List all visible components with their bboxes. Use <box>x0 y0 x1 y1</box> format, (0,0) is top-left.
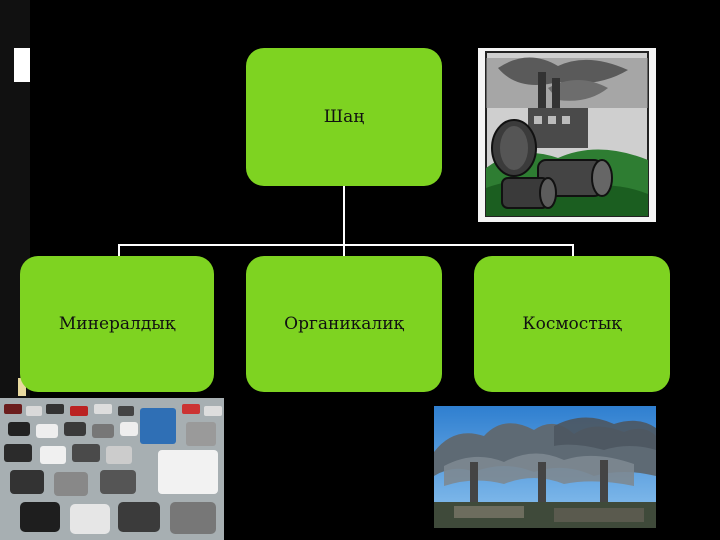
child-node-label: Космостық <box>522 314 622 334</box>
root-node-label: Шаң <box>323 107 365 127</box>
child-node-label: Минералдық <box>58 314 176 334</box>
root-node: Шаң <box>246 48 442 186</box>
traffic-photo <box>0 398 224 540</box>
connector-middle-drop <box>343 244 345 256</box>
child-node-cosmic: Космостық <box>474 256 670 392</box>
child-node-label: Органикалиқ <box>284 314 404 334</box>
connector-root-stem <box>343 186 345 246</box>
smokestacks-photo <box>434 406 656 528</box>
factory-clipart-image <box>478 48 656 222</box>
connector-right-drop <box>572 244 574 256</box>
left-decor-strip <box>0 0 30 398</box>
child-node-organic: Органикалиқ <box>246 256 442 392</box>
child-node-mineral: Минералдық <box>20 256 214 392</box>
connector-left-drop <box>118 244 120 256</box>
decor-bar <box>14 48 30 82</box>
decor-mark <box>18 378 26 396</box>
connector-horizontal <box>118 244 574 246</box>
